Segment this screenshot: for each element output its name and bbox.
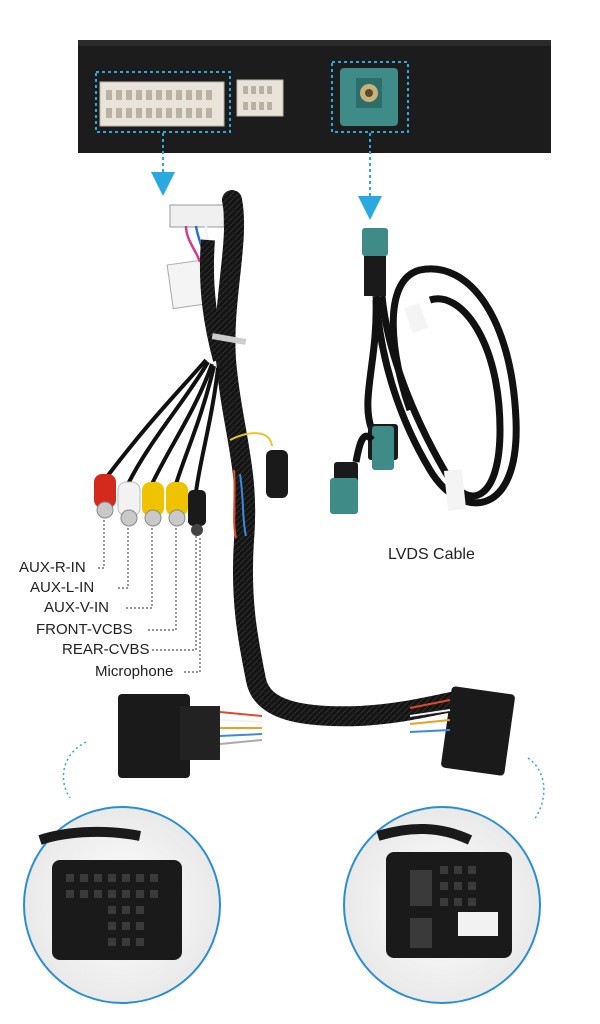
label-aux-l-in: AUX-L-IN — [30, 579, 95, 596]
rca-aux-l-in — [117, 481, 141, 527]
lvds-port — [340, 68, 398, 126]
main-connector-port — [99, 81, 225, 127]
wiring-harness — [104, 190, 472, 727]
secondary-port — [236, 79, 284, 117]
vehicle-connector-right — [409, 686, 515, 776]
rca-aux-v-in — [142, 482, 164, 527]
label-rear-cvbs: REAR-CVBS — [62, 641, 150, 658]
arrow-to-lvds — [358, 133, 382, 220]
leader-lines — [96, 520, 201, 673]
inline-fuse — [266, 450, 288, 498]
harness-top-connector — [169, 204, 225, 228]
label-aux-r-in: AUX-R-IN — [19, 559, 86, 576]
label-front-vcbs: FRONT-VCBS — [36, 621, 133, 638]
highlight-box-lvds-port — [331, 61, 409, 133]
vehicle-connector-left — [118, 694, 263, 778]
lvds-cable — [330, 228, 520, 514]
label-microphone: Microphone — [95, 663, 174, 680]
rca-front-vcbs — [166, 482, 188, 527]
detail-circle-left — [23, 806, 221, 1004]
control-module-box — [78, 40, 551, 153]
microphone-jack — [188, 490, 206, 536]
highlight-box-main-port — [95, 71, 231, 133]
curve-to-right-circle — [527, 757, 545, 821]
label-aux-v-in: AUX-V-IN — [44, 599, 110, 616]
label-lvds-cable: LVDS Cable — [388, 546, 475, 563]
curve-to-left-circle — [62, 741, 87, 799]
arrow-to-harness — [151, 133, 175, 196]
detail-circle-right — [343, 806, 541, 1004]
rca-aux-r-in — [94, 474, 116, 519]
